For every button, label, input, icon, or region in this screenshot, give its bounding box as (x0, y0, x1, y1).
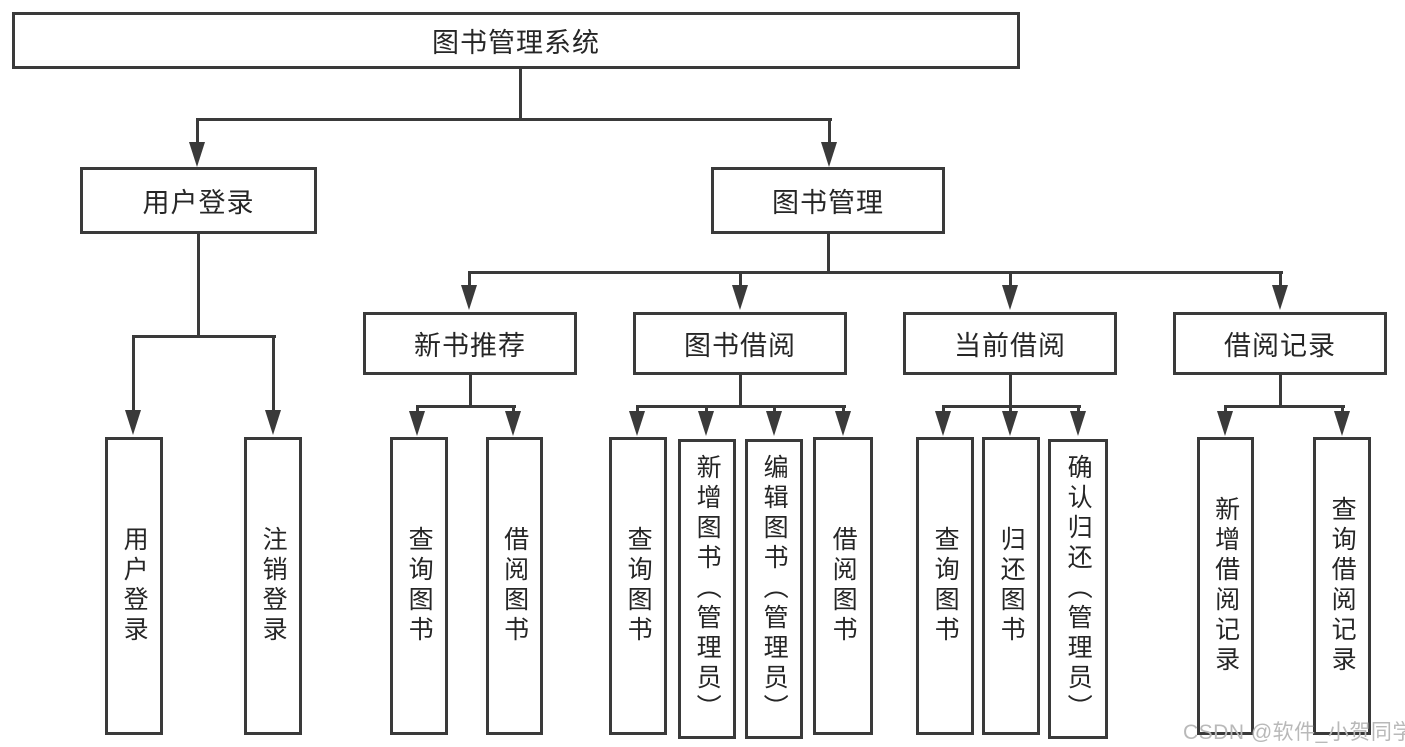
connector-line (132, 335, 135, 413)
leaf-label: 用户登录 (120, 526, 149, 646)
leaf-bb-add-books-admin: 新增图书（管理员） (678, 439, 736, 739)
connector-line (468, 271, 1283, 274)
arrowhead-down-icon (409, 411, 425, 436)
arrowhead-down-icon (629, 411, 645, 436)
arrowhead-down-icon (1070, 411, 1086, 436)
node-book-borrowing: 图书借阅 (633, 312, 847, 375)
leaf-bb-query-books: 查询图书 (609, 437, 667, 735)
arrowhead-down-icon (766, 411, 782, 436)
node-label: 当前借阅 (954, 331, 1066, 361)
connector-line (1279, 375, 1282, 407)
leaf-user-login: 用户登录 (105, 437, 163, 735)
connector-line (827, 233, 830, 273)
leaf-br-add-borrow-record: 新增借阅记录 (1197, 437, 1254, 735)
leaf-label: 确认归还（管理员） (1064, 454, 1093, 724)
arrowhead-down-icon (1334, 411, 1350, 436)
arrowhead-down-icon (505, 411, 521, 436)
connector-line (828, 118, 831, 150)
arrowhead-down-icon (1002, 285, 1018, 310)
arrowhead-down-icon (461, 285, 477, 310)
arrowhead-down-icon (698, 411, 714, 436)
arrowhead-down-icon (1217, 411, 1233, 436)
node-book-management: 图书管理 (711, 167, 945, 234)
connector-line (132, 335, 276, 338)
connector-line (468, 271, 471, 289)
leaf-bb-edit-books-admin: 编辑图书（管理员） (745, 439, 803, 739)
arrowhead-down-icon (935, 411, 951, 436)
node-current-borrowing: 当前借阅 (903, 312, 1117, 375)
arrowhead-down-icon (125, 410, 141, 435)
connector-line (416, 405, 516, 408)
node-borrowing-records: 借阅记录 (1173, 312, 1387, 375)
arrowhead-down-icon (821, 142, 837, 167)
leaf-label: 新增借阅记录 (1211, 496, 1240, 676)
leaf-logout: 注销登录 (244, 437, 302, 735)
node-label: 用户登录 (142, 188, 255, 218)
node-label: 图书管理 (772, 188, 884, 218)
leaf-label: 借阅图书 (500, 526, 529, 646)
leaf-label: 查询图书 (405, 526, 434, 646)
leaf-label: 注销登录 (259, 526, 288, 646)
leaf-label: 借阅图书 (829, 526, 858, 646)
leaf-bb-borrow-books: 借阅图书 (813, 437, 873, 735)
watermark-csdn: CSDN @软件_小贺同学 (1183, 721, 1405, 744)
connector-line (636, 405, 846, 408)
arrowhead-down-icon (189, 142, 205, 167)
arrowhead-down-icon (1002, 411, 1018, 436)
connector-line (519, 68, 522, 119)
connector-line (196, 118, 832, 121)
connector-line (197, 233, 200, 337)
leaf-cb-confirm-return-admin: 确认归还（管理员） (1048, 439, 1108, 739)
connector-line (272, 335, 275, 413)
connector-line (1009, 271, 1012, 289)
arrowhead-down-icon (732, 285, 748, 310)
node-user-login: 用户登录 (80, 167, 317, 234)
node-label: 图书管理系统 (432, 28, 600, 58)
connector-line (1224, 405, 1345, 408)
node-label: 图书借阅 (684, 331, 796, 361)
leaf-label: 查询借阅记录 (1328, 496, 1357, 676)
leaf-cb-return-books: 归还图书 (982, 437, 1040, 735)
node-label: 借阅记录 (1224, 331, 1336, 361)
arrowhead-down-icon (1272, 285, 1288, 310)
connector-line (469, 375, 472, 407)
leaf-cb-query-books: 查询图书 (916, 437, 974, 735)
arrowhead-down-icon (835, 411, 851, 436)
leaf-label: 编辑图书（管理员） (760, 454, 789, 724)
leaf-label: 新增图书（管理员） (693, 454, 722, 724)
node-label: 新书推荐 (414, 331, 526, 361)
node-new-book-recommendation: 新书推荐 (363, 312, 577, 375)
leaf-br-query-borrow-record: 查询借阅记录 (1313, 437, 1371, 735)
leaf-label: 归还图书 (997, 526, 1026, 646)
node-library-system: 图书管理系统 (12, 12, 1020, 69)
leaf-nb-borrow-books: 借阅图书 (486, 437, 543, 735)
connector-line (739, 271, 742, 289)
leaf-nb-query-books: 查询图书 (390, 437, 448, 735)
leaf-label: 查询图书 (624, 526, 653, 646)
connector-line (1009, 375, 1012, 407)
connector-line (739, 375, 742, 407)
arrowhead-down-icon (265, 410, 281, 435)
connector-line (196, 118, 199, 150)
leaf-label: 查询图书 (931, 526, 960, 646)
connector-line (1279, 271, 1282, 289)
